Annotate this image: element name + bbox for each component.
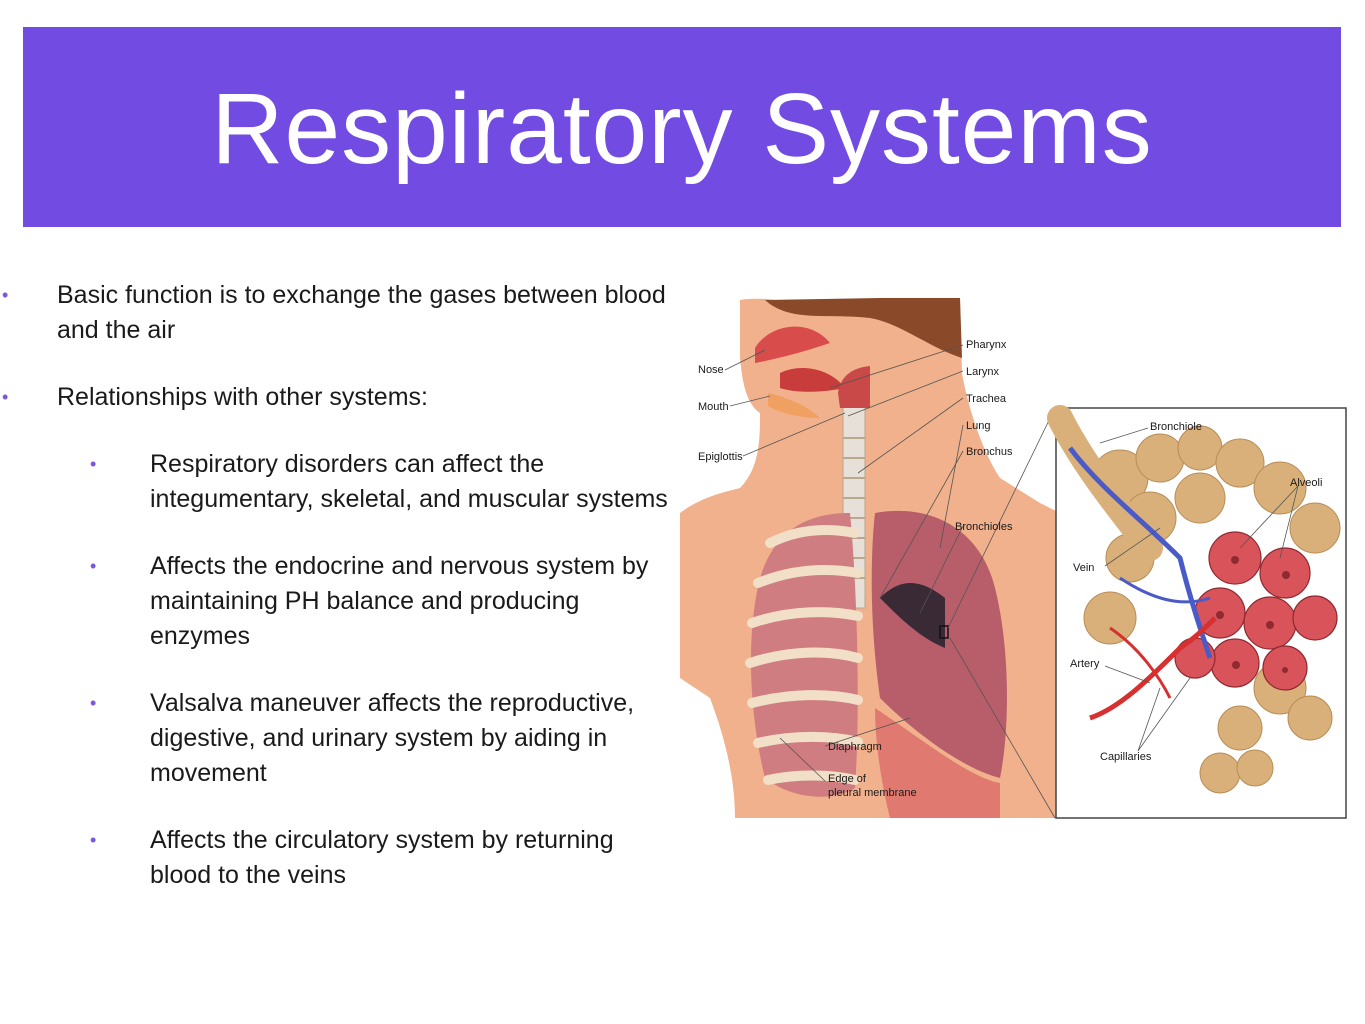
sub-bullet-item: • Valsalva maneuver affects the reproduc… [0,686,675,791]
label-trachea: Trachea [966,393,1007,405]
bullet-text: Affects the circulatory system by return… [150,826,614,889]
label-nose: Nose [698,364,724,376]
bullet-dot-icon: • [90,830,97,850]
bullet-dot-icon: • [90,693,97,713]
bullet-text: Respiratory disorders can affect the int… [150,450,668,513]
bullet-item: • Relationships with other systems: [0,380,675,415]
bullet-list: • Basic function is to exchange the gase… [0,278,675,893]
sub-bullet-item: • Affects the circulatory system by retu… [0,823,675,893]
title-banner: Respiratory Systems [23,27,1341,227]
respiratory-anatomy-illustration: Nose Mouth Epiglottis Pharynx Larynx Tra… [680,298,1350,823]
bullet-dot-icon: • [2,387,9,407]
label-bronchiole: Bronchiole [1150,421,1202,433]
bullet-item: • Basic function is to exchange the gase… [0,278,675,348]
label-larynx: Larynx [966,366,1000,378]
label-vein: Vein [1073,562,1094,574]
slide-title: Respiratory Systems [211,72,1153,185]
label-bronchioles: Bronchioles [955,521,1013,533]
label-alveoli: Alveoli [1290,477,1322,489]
label-diaphragm: Diaphragm [828,741,882,753]
label-artery: Artery [1070,658,1100,670]
label-pleural-membrane: pleural membrane [828,787,917,799]
label-edge-of: Edge of [828,773,867,785]
bullet-text: Affects the endocrine and nervous system… [150,552,649,650]
bullet-text: Valsalva maneuver affects the reproducti… [150,689,635,787]
bullet-dot-icon: • [2,285,9,305]
sub-bullet-item: • Affects the endocrine and nervous syst… [0,549,675,654]
label-epiglottis: Epiglottis [698,451,743,463]
bullet-text: Basic function is to exchange the gases … [57,281,666,344]
label-lung: Lung [966,420,990,432]
sub-bullet-item: • Respiratory disorders can affect the i… [0,447,675,517]
bullet-dot-icon: • [90,556,97,576]
bullet-text: Relationships with other systems: [57,383,428,411]
label-capillaries: Capillaries [1100,751,1152,763]
label-bronchus: Bronchus [966,446,1013,458]
label-mouth: Mouth [698,401,729,413]
bullet-dot-icon: • [90,454,97,474]
label-pharynx: Pharynx [966,339,1007,351]
